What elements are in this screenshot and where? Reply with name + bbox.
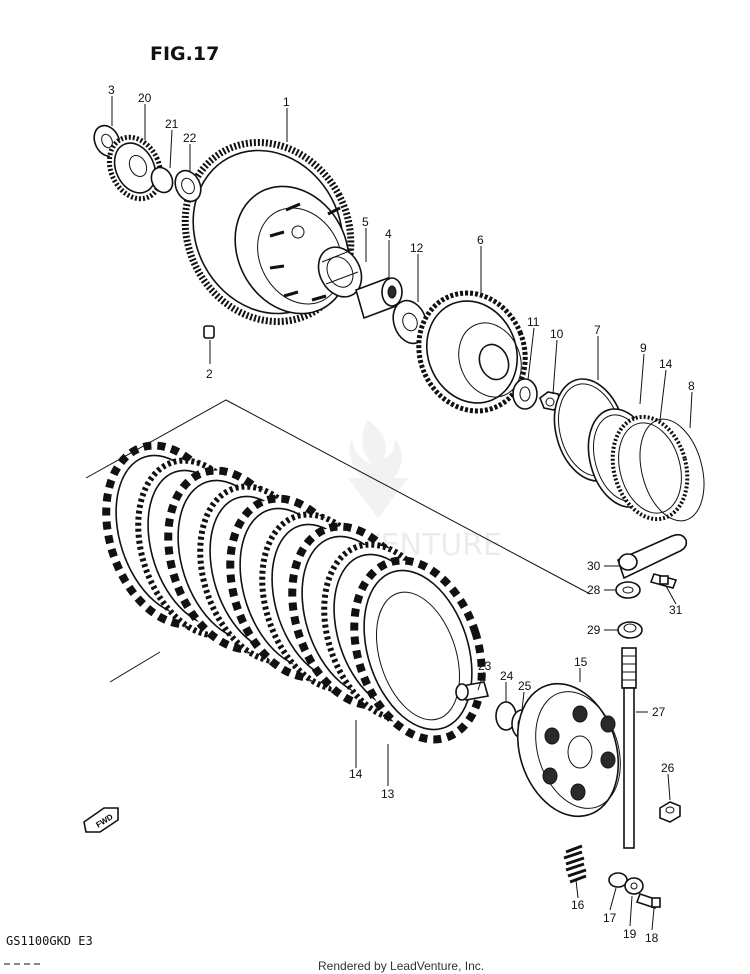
callout-labels: 3 20 21 22 1 2 5 4 12 6 11 10 7 9 14 8 3… [108, 83, 695, 945]
model-code: GS1100GKD E3 [6, 934, 93, 948]
part-bearing-22 [174, 169, 202, 203]
callout-18: 18 [645, 931, 659, 945]
callout-14a: 14 [659, 357, 673, 371]
part-wire-ring [639, 418, 705, 522]
figure-title: FIG.17 [150, 43, 219, 65]
callout-21: 21 [165, 117, 179, 131]
callout-23: 23 [478, 659, 492, 673]
part-clutch-spring [563, 844, 587, 884]
part-clutch-housing [181, 139, 355, 325]
part-bolt-31 [649, 573, 678, 589]
callout-11: 11 [527, 315, 540, 329]
callout-20: 20 [138, 91, 152, 105]
callout-4: 4 [385, 227, 392, 241]
callout-27: 27 [652, 705, 666, 719]
part-spacer-21 [150, 166, 174, 194]
part-bearing-28 [615, 581, 641, 599]
callout-29: 29 [587, 623, 601, 637]
callout-3: 3 [108, 83, 115, 97]
callout-9: 9 [640, 341, 647, 355]
callout-14b: 14 [349, 767, 363, 781]
callout-15: 15 [574, 655, 588, 669]
part-pin [203, 325, 215, 339]
part-bolt-18 [635, 892, 661, 910]
part-washer-19 [624, 877, 644, 895]
fwd-arrow: FWD [83, 807, 119, 833]
part-push-piece [455, 681, 490, 701]
part-needle-bearing [317, 246, 363, 298]
callout-17: 17 [603, 911, 617, 925]
callout-2: 2 [206, 367, 213, 381]
part-bearing-29 [617, 621, 643, 639]
callout-5: 5 [362, 215, 369, 229]
callout-13: 13 [381, 787, 395, 801]
part-pressure-plate [516, 682, 621, 818]
callout-30: 30 [587, 559, 601, 573]
callout-28: 28 [587, 583, 601, 597]
callout-10: 10 [550, 327, 564, 341]
callout-16: 16 [571, 898, 585, 912]
callout-8: 8 [688, 379, 695, 393]
callout-6: 6 [477, 233, 484, 247]
part-release-arm [617, 533, 688, 580]
callout-7: 7 [594, 323, 601, 337]
clutch-plate-stack [102, 441, 486, 744]
part-nut-26 [659, 801, 681, 823]
part-release-rod [621, 647, 637, 849]
callout-31: 31 [669, 603, 683, 617]
part-sleeve-hub [416, 290, 528, 414]
part-oil-pump-gear [106, 134, 164, 202]
callout-19: 19 [623, 927, 637, 941]
stack-bracket [85, 399, 591, 683]
callout-25: 25 [518, 679, 532, 693]
leader-lines [111, 96, 693, 931]
callout-22: 22 [183, 131, 197, 145]
callout-12: 12 [410, 241, 424, 255]
callout-26: 26 [661, 761, 675, 775]
callout-1: 1 [283, 95, 290, 109]
callout-24: 24 [500, 669, 514, 683]
part-lock-washer [512, 378, 538, 410]
credit-line: Rendered by LeadVenture, Inc. [318, 959, 484, 973]
